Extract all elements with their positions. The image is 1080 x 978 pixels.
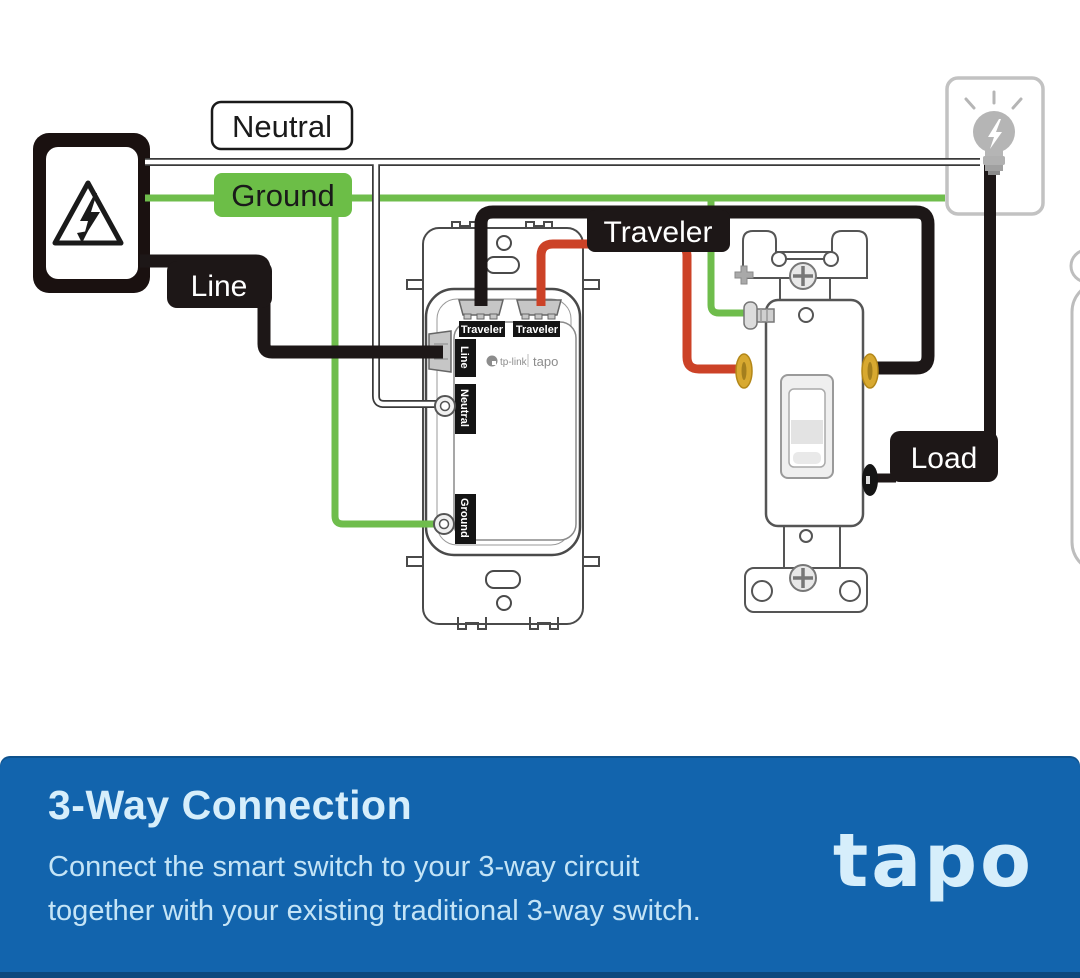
banner-title: 3-Way Connection [48, 782, 413, 828]
traditional-switch [742, 230, 868, 613]
tapo-logo: tapo [832, 818, 1034, 904]
smart-switch-line-label: Line [458, 346, 470, 369]
smart-switch-ground-screw [433, 513, 455, 535]
traveler-connector-left [458, 299, 504, 320]
brand-text: tp-link [500, 357, 528, 368]
phillips-screw-bottom-icon [789, 564, 817, 592]
light-bulb-icon [964, 90, 1023, 175]
toggle-switch [780, 374, 834, 479]
partial-plate-right-edge [1069, 249, 1080, 565]
smart-switch-ground-label: Ground [458, 498, 470, 538]
power-source [33, 133, 150, 293]
smart-switch-traveler-left-label: Traveler [461, 324, 504, 336]
traveler-wire-black [474, 205, 935, 375]
info-banner: 3-Way Connection Connect the smart switc… [0, 756, 1080, 978]
high-voltage-triangle-icon [52, 180, 124, 246]
svg-text:Traveler: Traveler [604, 216, 713, 249]
phillips-screw-top-icon [789, 262, 817, 290]
traveler-connector-right [516, 299, 562, 320]
svg-text:Load: Load [911, 442, 978, 475]
smart-switch: Traveler Traveler Line Neutral Ground tp… [406, 221, 600, 630]
neutral-label: Neutral [210, 100, 354, 151]
switch-black-terminal [862, 464, 878, 496]
tp-link-logo: tp-link tapo [486, 354, 558, 369]
switch-gold-terminal-left [735, 353, 753, 389]
traveler-label: Traveler [587, 210, 730, 252]
brand-product-text: tapo [533, 354, 558, 369]
smart-switch-traveler-right-label: Traveler [516, 324, 559, 336]
smart-switch-neutral-screw [434, 395, 456, 417]
load-label: Load [890, 431, 998, 482]
banner-description: Connect the smart switch to your 3-way c… [48, 845, 1032, 933]
line-label: Line [167, 261, 272, 308]
neutral-wire [145, 158, 980, 408]
banner-description-line2: together with your existing traditional … [48, 895, 701, 927]
svg-text:Neutral: Neutral [232, 109, 332, 144]
svg-text:Line: Line [191, 270, 248, 303]
wiring-diagram: Traveler Traveler Line Neutral Ground tp… [33, 76, 1080, 630]
switch-gold-terminal-right [861, 353, 879, 389]
svg-text:Ground: Ground [231, 178, 334, 213]
smart-switch-neutral-label: Neutral [458, 389, 470, 427]
switch-ground-screw [734, 265, 775, 330]
plus-mark-icon [734, 265, 754, 285]
banner-description-line1: Connect the smart switch to your 3-way c… [48, 851, 640, 883]
ground-label: Ground [214, 173, 352, 217]
